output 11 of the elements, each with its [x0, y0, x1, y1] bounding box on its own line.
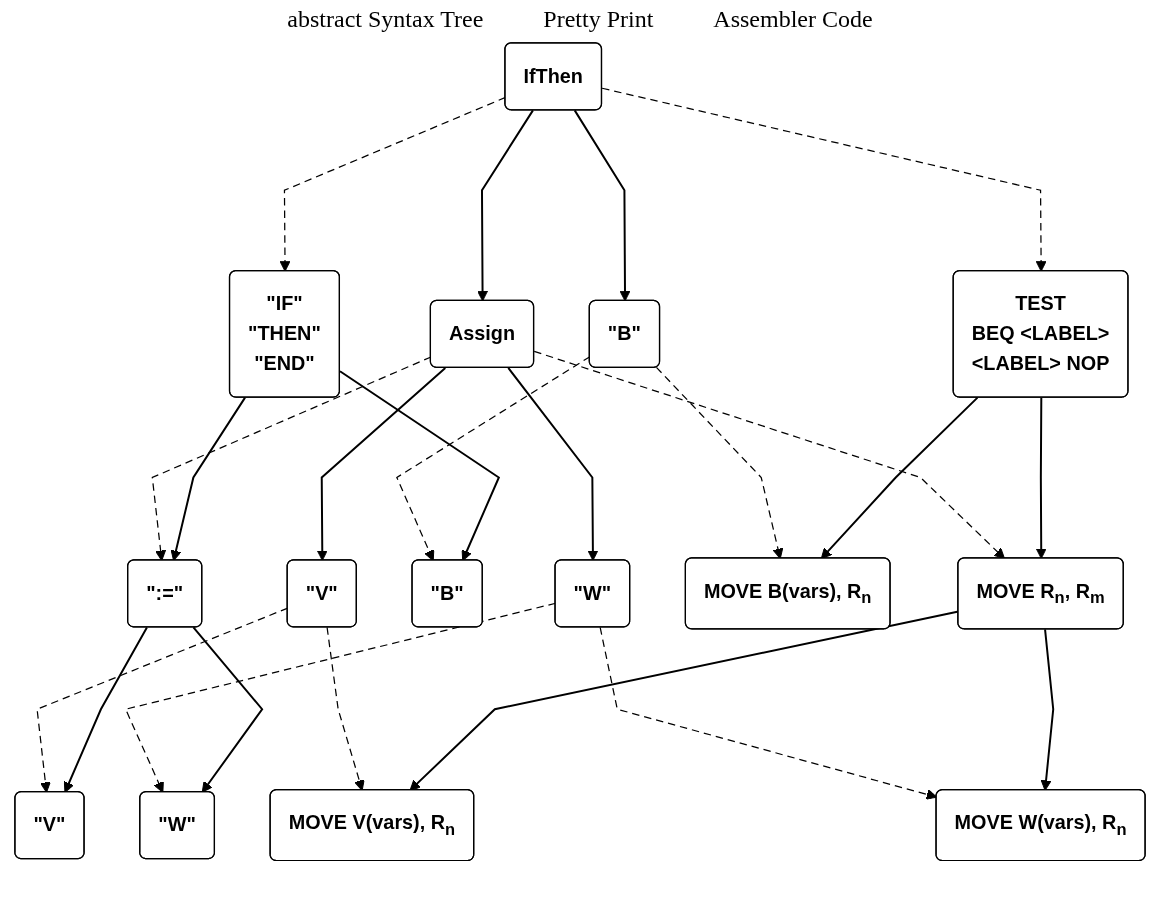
arrow [1040, 628, 1055, 791]
arrow [63, 626, 148, 793]
arrow [477, 109, 534, 302]
section-heading: Pretty Print [543, 6, 654, 33]
section-heading: abstract Syntax Tree [287, 6, 484, 33]
arrow [192, 626, 264, 793]
arrow [573, 109, 631, 302]
section-heading: Assembler Code [713, 6, 873, 33]
arrow [599, 626, 938, 800]
arrow [601, 87, 1047, 272]
arrow [326, 626, 365, 791]
